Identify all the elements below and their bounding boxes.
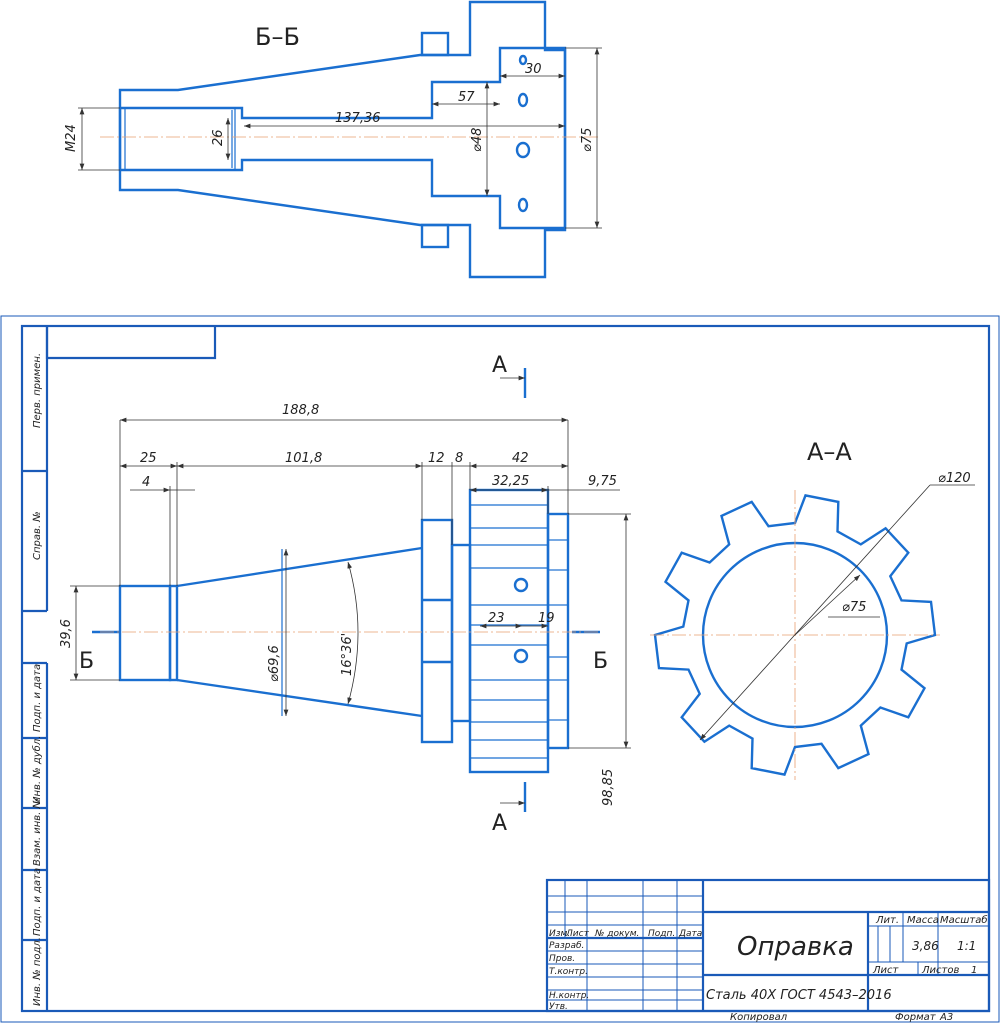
tb-masshtab: 1:1 [957, 939, 976, 953]
dim-aa-d120: ⌀120 [938, 471, 971, 486]
main-view: А А Б Б [59, 353, 631, 836]
tb-razrab: Разраб. [549, 941, 584, 951]
strip-vzam-inv: Взам. инв. № [32, 798, 43, 866]
dim-32-25: 32,25 [492, 474, 529, 489]
section-aa-view: А–А ⌀120 ⌀75 [650, 438, 975, 780]
tb-hdr-doc: № докум. [594, 929, 639, 939]
strip-sprav-no: Справ. № [32, 511, 43, 560]
dim-42: 42 [512, 451, 529, 466]
strip-inv-dubl: Инв. № дубл. [31, 736, 43, 804]
tb-hdr-data: Дата [678, 929, 702, 939]
dim-m24: M24 [64, 124, 79, 152]
dim-8: 8 [455, 451, 463, 466]
strip-podp-data-1: Подп. и дата [32, 664, 43, 732]
tb-format: А3 [939, 1012, 953, 1023]
dim-26: 26 [211, 129, 226, 146]
dim-98-85: 98,85 [601, 769, 616, 806]
dim-9-75: 9,75 [588, 474, 617, 489]
section-aa-title: А–А [807, 438, 852, 466]
strip-inv-podl: Инв. № подл. [32, 937, 43, 1006]
dim-12: 12 [428, 451, 445, 466]
part-hole [513, 577, 529, 593]
tb-name: Оправка [737, 932, 854, 962]
dim-angle: 16°36' [340, 633, 355, 676]
dim-19: 19 [538, 611, 555, 626]
part-hole [513, 648, 529, 664]
section-bb-hole [517, 197, 529, 213]
tb-massa-label: Масса [907, 915, 939, 926]
dim-137-36: 137,36 [335, 111, 381, 126]
part-head [468, 488, 550, 774]
cut-a-bottom-label: А [492, 811, 507, 836]
dim-4: 4 [142, 475, 150, 490]
section-aa-gear [653, 494, 937, 776]
section-bb-body [118, 0, 567, 279]
dim-23: 23 [488, 611, 505, 626]
dim-101-8: 101,8 [285, 451, 322, 466]
dim-d48: ⌀48 [470, 128, 485, 152]
section-bb-title: Б–Б [255, 23, 300, 51]
section-bb-hole [518, 54, 528, 66]
cut-a-top-label: А [492, 353, 507, 378]
tb-listov-label: Листов [921, 965, 959, 976]
section-bb-bore [118, 46, 567, 230]
tb-hdr-list: Лист [565, 929, 590, 939]
tb-utv: Утв. [549, 1002, 568, 1012]
tb-hdr-podp: Подп. [648, 929, 675, 939]
tb-tkontr: Т.контр. [549, 967, 588, 977]
dim-aa-d75: ⌀75 [842, 600, 866, 615]
tb-hdr-izm: Изм. [549, 929, 570, 939]
section-bb-key-top [420, 31, 450, 57]
section-bb-thread [124, 107, 236, 171]
part-shank-end [118, 584, 172, 682]
dim-d69-6: ⌀69,6 [267, 645, 282, 682]
side-strip: Перв. примен. Справ. № Подп. и дата Инв.… [31, 353, 43, 1006]
tb-format-label: Формат [895, 1012, 937, 1023]
tb-listov: 1 [971, 965, 977, 976]
title-block: Изм. Лист № докум. Подп. Дата Разраб. Пр… [545, 878, 991, 1023]
tb-masshtab-label: Масштаб [940, 914, 988, 926]
cut-b-left-label: Б [79, 649, 94, 674]
cut-b-right-label: Б [593, 649, 608, 674]
part-taper [176, 546, 423, 718]
section-bb-key-bottom [420, 223, 450, 249]
section-bb-hole [515, 141, 531, 159]
sheet-frame [0, 315, 1000, 1023]
tb-nkontr: Н.контр. [549, 991, 589, 1001]
section-bb-view: Б–Б M24 26 137,36 57 30 ⌀48 ⌀ [64, 0, 602, 279]
tb-lit-label: Лит. [875, 915, 899, 926]
dim-30: 30 [525, 62, 542, 77]
tb-kopiroval: Копировал [730, 1012, 788, 1023]
tb-prov: Пров. [549, 954, 575, 964]
strip-podp-data-2: Подп. и дата [32, 868, 43, 936]
dim-d75: ⌀75 [580, 128, 595, 152]
dim-188-8: 188,8 [282, 403, 319, 418]
dim-39-6: 39,6 [59, 619, 74, 648]
strip-perv-primen: Перв. примен. [32, 353, 43, 428]
dim-25: 25 [140, 451, 157, 466]
tb-list-label: Лист [872, 965, 900, 976]
tb-material: Сталь 40Х ГОСТ 4543–2016 [706, 988, 892, 1003]
tb-massa: 3,86 [912, 939, 939, 953]
part-flange [420, 518, 454, 744]
dim-57: 57 [458, 90, 475, 105]
section-bb-hole [517, 92, 529, 108]
